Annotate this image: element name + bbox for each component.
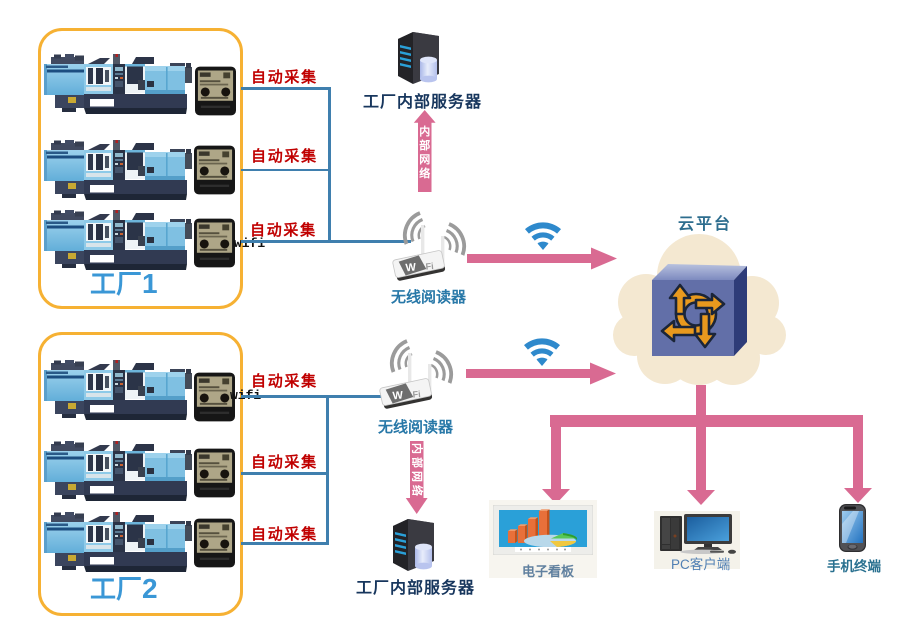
svg-text:部: 部: [410, 457, 424, 468]
svg-text:网: 网: [410, 471, 423, 482]
svg-text:网: 网: [419, 153, 430, 166]
svg-text:内: 内: [410, 443, 424, 454]
svg-text:络: 络: [410, 485, 424, 496]
svg-text:部: 部: [419, 138, 430, 152]
svg-text:络: 络: [419, 166, 430, 180]
svg-text:内: 内: [419, 124, 430, 138]
